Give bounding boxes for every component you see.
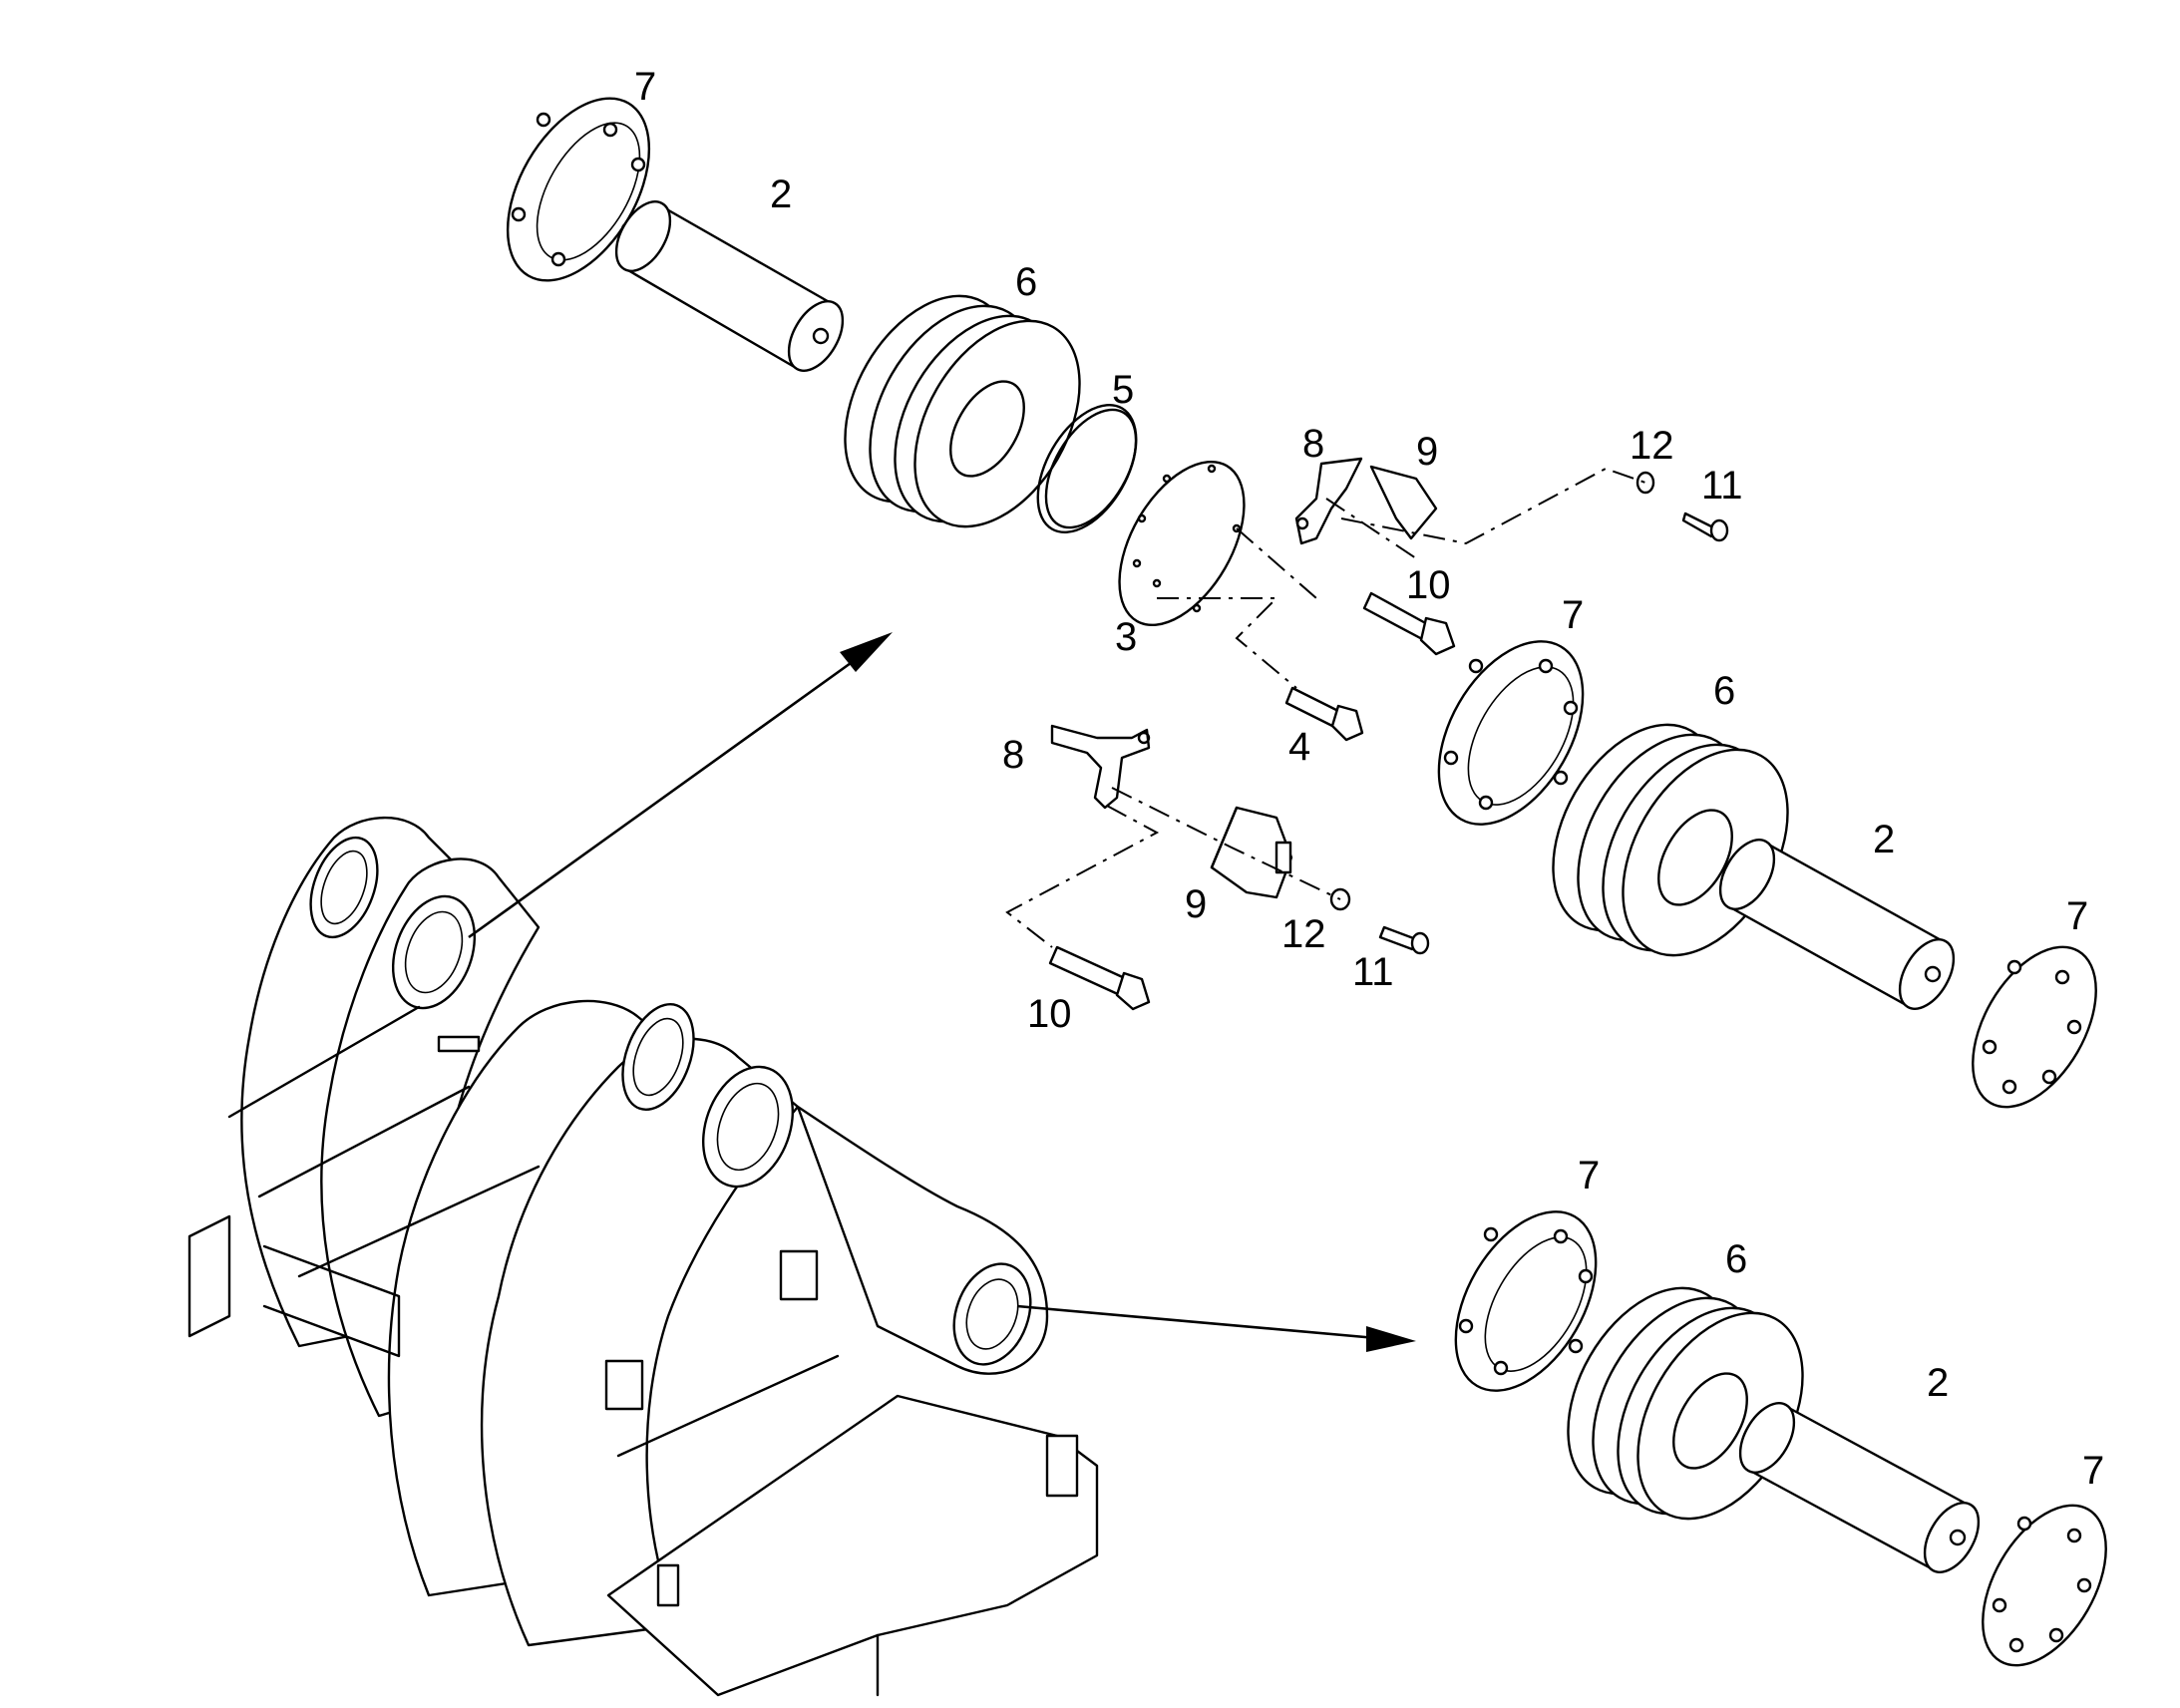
pin-2-top <box>614 200 845 372</box>
callout-3: 3 <box>1115 615 1137 659</box>
bushing-6-top <box>844 294 1081 528</box>
bolt-4 <box>1284 686 1364 742</box>
callout-6: 6 <box>1725 1237 1747 1281</box>
callout-6: 6 <box>1015 260 1037 304</box>
callout-2: 2 <box>1927 1361 1949 1405</box>
callout-7: 7 <box>2066 894 2088 938</box>
o-ring-5 <box>1036 403 1138 534</box>
lower-pin-assembly <box>1454 1210 2107 1667</box>
cover-plate-7-middle <box>1437 640 1585 826</box>
bolt-11-top <box>1681 512 1729 542</box>
callout-7: 7 <box>1562 593 1584 637</box>
assembly-arrows <box>468 632 1416 1352</box>
callout-2: 2 <box>1873 818 1895 861</box>
cover-disc-3 <box>1118 460 1246 627</box>
middle-pin-assembly <box>1005 640 2097 1109</box>
callout-11: 11 <box>1352 950 1394 994</box>
callout-6: 6 <box>1713 669 1735 713</box>
callout-10: 10 <box>1406 563 1451 607</box>
callout-labels: 7 2 6 5 8 9 12 11 10 3 7 6 4 8 2 7 9 12 … <box>634 65 2104 1493</box>
callout-11: 11 <box>1701 464 1743 508</box>
cover-plate-7-top <box>506 97 651 282</box>
callout-8: 8 <box>1302 422 1324 466</box>
callout-2: 2 <box>770 172 792 216</box>
callout-12: 12 <box>1630 424 1674 468</box>
cover-plate-7-middle-right <box>1972 945 2097 1109</box>
washer-12-top <box>1635 471 1655 495</box>
callout-12: 12 <box>1281 912 1326 956</box>
callout-7: 7 <box>2082 1449 2104 1493</box>
pin-2-middle <box>1718 839 1956 1010</box>
bracket-8-lower <box>1050 724 1151 810</box>
bolt-11-lower <box>1378 925 1430 955</box>
callout-4: 4 <box>1288 725 1310 769</box>
bolt-10-lower <box>1048 945 1151 1011</box>
callout-5: 5 <box>1112 368 1134 412</box>
boom-frame-structure <box>187 816 1099 1697</box>
clip-9-top <box>1369 465 1438 540</box>
cover-plate-7-lower <box>1454 1210 1598 1392</box>
upper-pin-assembly <box>506 97 1729 742</box>
pin-2-lower <box>1738 1402 1981 1573</box>
callout-7: 7 <box>634 65 656 109</box>
callout-7: 7 <box>1578 1154 1600 1197</box>
cover-plate-7-lower-right <box>1982 1504 2107 1667</box>
callout-8: 8 <box>1002 733 1024 777</box>
callout-9: 9 <box>1416 430 1438 474</box>
callout-9: 9 <box>1185 882 1207 926</box>
bolt-10-top <box>1362 591 1456 656</box>
callout-10: 10 <box>1027 992 1072 1036</box>
damper-9-lower <box>1210 806 1293 899</box>
